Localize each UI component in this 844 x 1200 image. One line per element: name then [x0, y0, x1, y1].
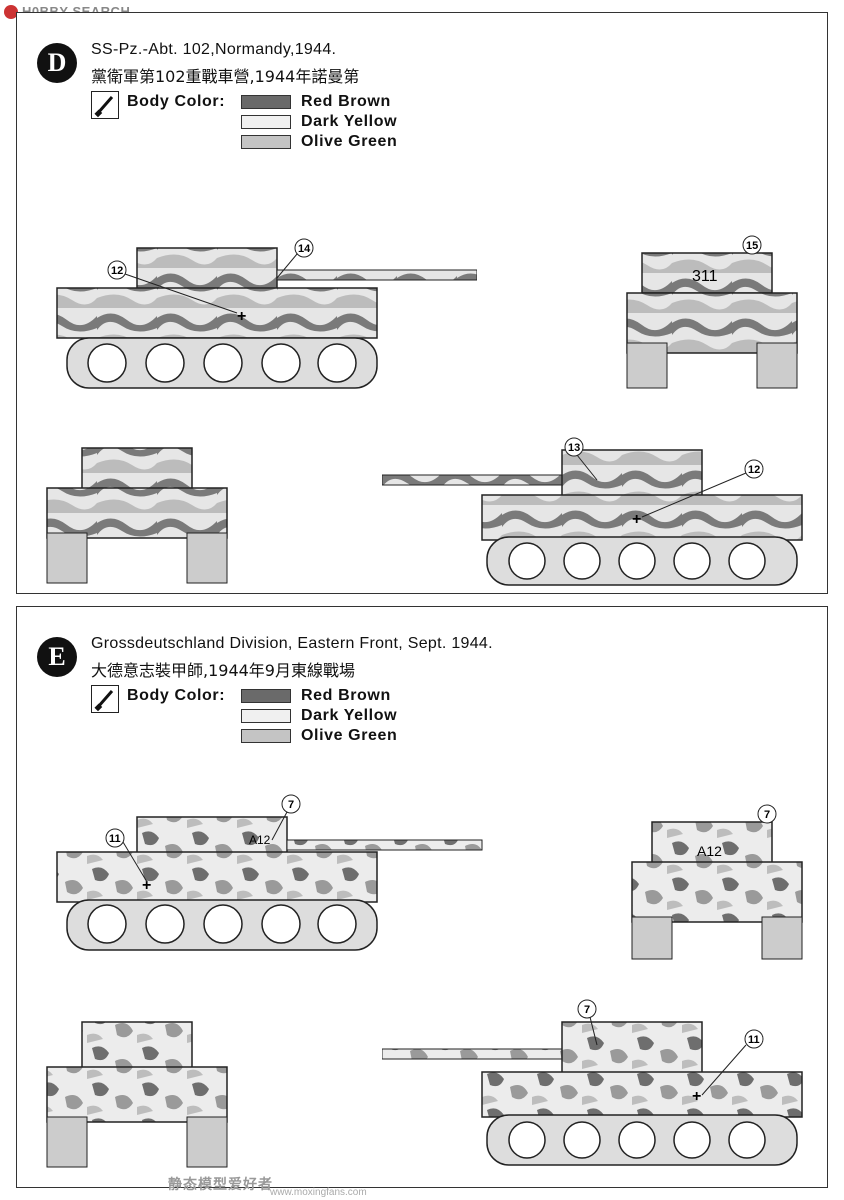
swatch-dark-yellow: Dark Yellow — [241, 707, 397, 725]
swatch-chip — [241, 135, 291, 149]
svg-text:14: 14 — [298, 243, 311, 255]
swatch-name: Olive Green — [301, 727, 398, 744]
scheme-title-zh: 黨衛軍第102重戰車營,1944年諾曼第 — [91, 67, 360, 86]
svg-text:12: 12 — [111, 265, 123, 277]
body-color-label: Body Color: — [127, 93, 226, 110]
swatch-chip — [241, 95, 291, 109]
logo-mark-icon — [4, 4, 18, 19]
swatch-olive-green: Olive Green — [241, 727, 397, 745]
paintbrush-icon — [91, 685, 119, 713]
tank-front-view-left — [46, 1021, 228, 1168]
swatch-red-brown: Red Brown — [241, 687, 391, 705]
turret-number: A12 — [697, 843, 722, 859]
swatch-dark-yellow: Dark Yellow — [241, 113, 397, 131]
tank-rear-view-right: A12 7 — [631, 804, 803, 960]
turret-number: A12 — [249, 833, 271, 847]
swatch-red-brown: Red Brown — [241, 93, 391, 111]
body-color-label: Body Color: — [127, 687, 226, 704]
tank-side-view-left: A12 + 11 7 — [56, 794, 483, 951]
svg-text:12: 12 — [748, 464, 760, 476]
svg-text:+: + — [237, 308, 246, 325]
swatch-name: Red Brown — [301, 687, 391, 704]
watermark-text: 静态模型爱好者 — [168, 1177, 273, 1193]
scheme-badge: D — [37, 43, 77, 83]
callout-11: 11 — [701, 1029, 764, 1096]
turret-number: 311 — [692, 268, 718, 285]
tank-front-view-left — [46, 447, 228, 584]
tank-side-view-right: + 13 12 — [382, 437, 803, 586]
scheme-panel-d: D SS-Pz.-Abt. 102,Normandy,1944. 黨衛軍第102… — [16, 12, 828, 594]
svg-text:+: + — [632, 511, 641, 528]
svg-text:+: + — [692, 1088, 701, 1105]
swatch-name: Dark Yellow — [301, 113, 398, 130]
svg-text:11: 11 — [748, 1034, 760, 1046]
callout-14: 14 — [276, 238, 314, 279]
svg-text:11: 11 — [109, 833, 121, 845]
swatch-olive-green: Olive Green — [241, 133, 397, 151]
callout-12: 12 — [107, 260, 238, 314]
svg-text:15: 15 — [746, 240, 758, 252]
svg-text:+: + — [142, 877, 151, 894]
callout-15: 15 — [742, 235, 762, 255]
swatch-name: Olive Green — [301, 133, 398, 150]
svg-text:7: 7 — [288, 799, 294, 811]
scheme-title-en: Grossdeutschland Division, Eastern Front… — [91, 635, 493, 652]
scheme-panel-e: E Grossdeutschland Division, Eastern Fro… — [16, 606, 828, 1188]
callout-13: 13 — [564, 437, 598, 481]
swatch-chip — [241, 689, 291, 703]
paintbrush-icon — [91, 91, 119, 119]
callout-7: 7 — [271, 794, 301, 841]
svg-text:7: 7 — [584, 1004, 590, 1016]
scheme-title-en: SS-Pz.-Abt. 102,Normandy,1944. — [91, 41, 337, 58]
callout-11: 11 — [105, 828, 148, 883]
svg-text:7: 7 — [764, 809, 770, 821]
swatch-chip — [241, 729, 291, 743]
swatch-chip — [241, 709, 291, 723]
tank-side-view-left: + 12 14 — [56, 238, 477, 389]
watermark-url: www.moxingfans.com — [270, 1187, 367, 1198]
tank-rear-view-right: 311 15 — [626, 235, 798, 389]
scheme-title-zh: 大德意志裝甲師,1944年9月東線戰場 — [91, 661, 355, 680]
swatch-chip — [241, 115, 291, 129]
swatch-name: Red Brown — [301, 93, 391, 110]
callout-7: 7 — [757, 804, 777, 824]
callout-12: 12 — [641, 459, 764, 518]
callout-7: 7 — [577, 999, 598, 1046]
scheme-badge: E — [37, 637, 77, 677]
tank-side-view-right: A12 + 7 11 — [382, 999, 803, 1166]
svg-text:13: 13 — [568, 442, 580, 454]
swatch-name: Dark Yellow — [301, 707, 398, 724]
